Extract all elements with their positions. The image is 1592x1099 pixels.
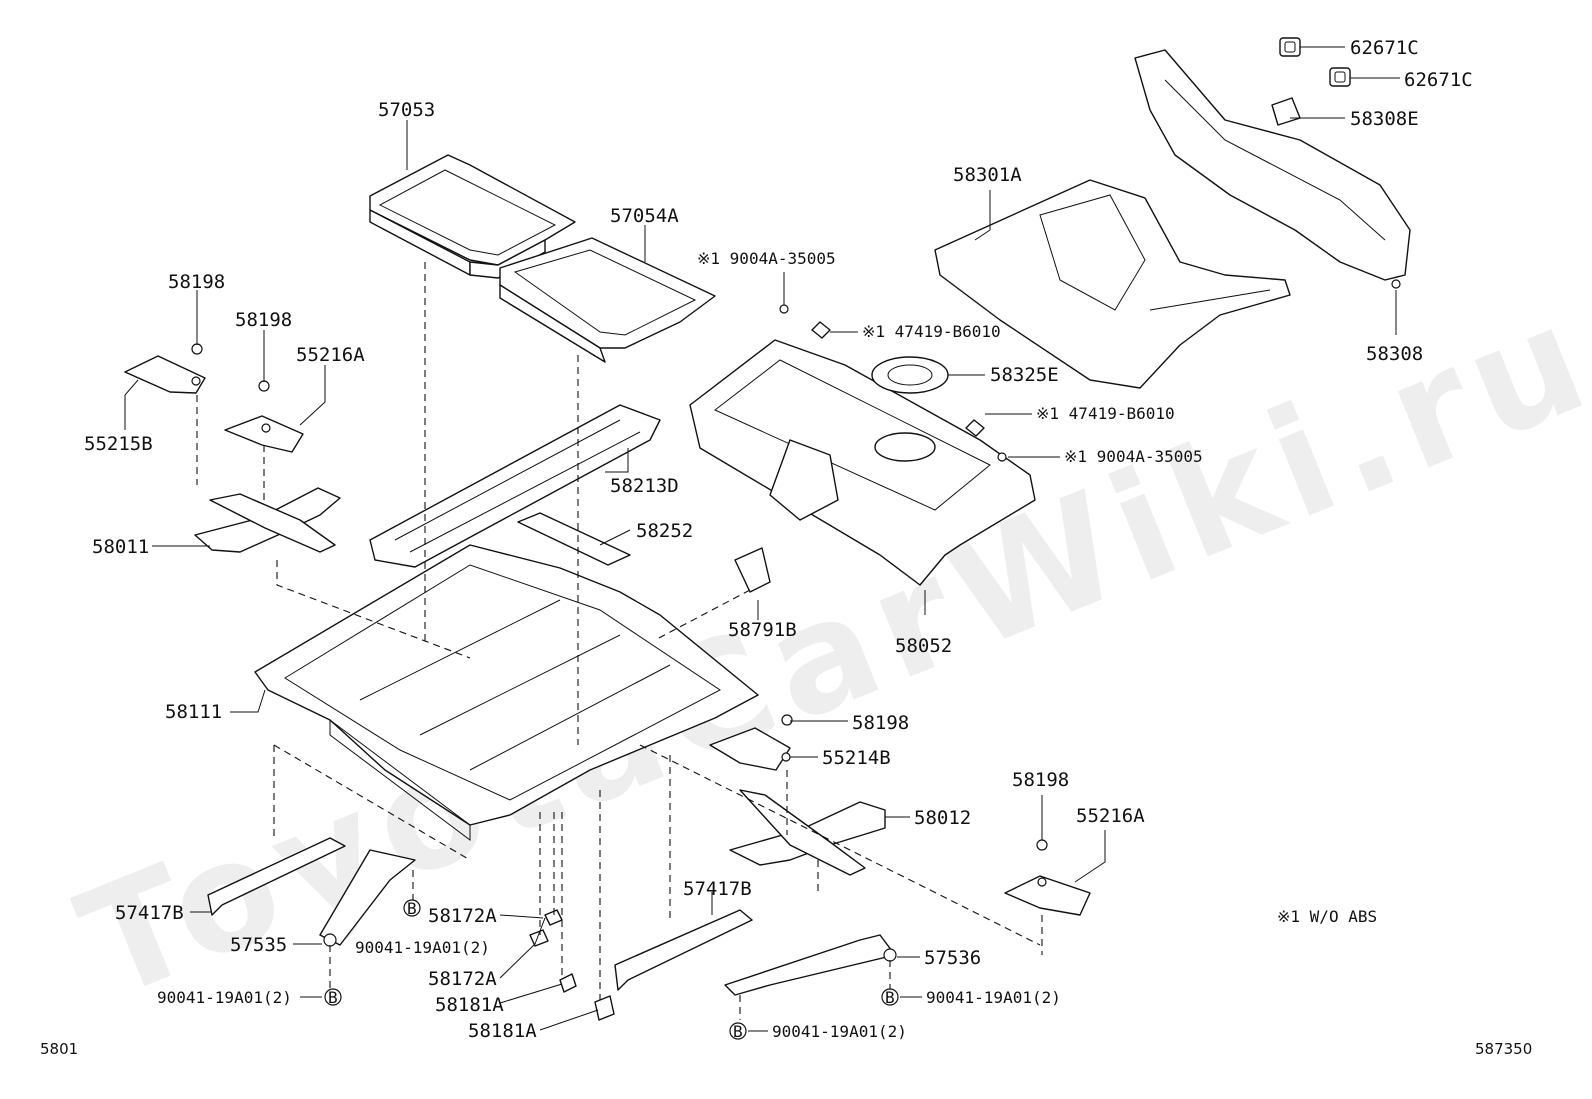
label-58198-b: 58198 bbox=[235, 309, 292, 331]
label-9004a-top: ※1 9004A-35005 bbox=[697, 249, 836, 268]
label-58052: 58052 bbox=[895, 635, 952, 657]
label-58325e: 58325E bbox=[990, 364, 1059, 386]
label-58198-d: 58198 bbox=[1012, 769, 1069, 791]
svg-text:B: B bbox=[328, 988, 338, 1007]
label-9004a-mid: ※1 9004A-35005 bbox=[1064, 447, 1203, 466]
part-58213d-tunnel bbox=[369, 404, 661, 568]
label-58308e: 58308E bbox=[1350, 108, 1419, 130]
part-57535-bracket bbox=[319, 849, 416, 947]
footer-left-code: 5801 bbox=[40, 1040, 78, 1058]
label-58213d: 58213D bbox=[610, 475, 679, 497]
part-9004a-plug-mid bbox=[997, 452, 1007, 462]
part-55214b-bracket bbox=[709, 727, 791, 771]
label-58252: 58252 bbox=[636, 520, 693, 542]
label-58111: 58111 bbox=[165, 701, 222, 723]
part-57054a-seat-frame bbox=[499, 237, 716, 363]
label-57417b-b: 57417B bbox=[683, 878, 752, 900]
svg-text:B: B bbox=[885, 988, 895, 1007]
label-55215b: 55215B bbox=[84, 433, 153, 455]
label-58308: 58308 bbox=[1366, 343, 1423, 365]
label-58012: 58012 bbox=[914, 807, 971, 829]
part-62671c-grommet-a bbox=[1279, 37, 1301, 57]
label-58172a-b: 58172A bbox=[428, 968, 497, 990]
b-marker-3: B bbox=[881, 988, 899, 1007]
label-55216a-b: 55216A bbox=[1076, 805, 1145, 827]
footer-right-code: 587350 bbox=[1475, 1040, 1532, 1058]
part-55215b-bracket bbox=[124, 355, 206, 394]
part-58181a-clip-b bbox=[594, 995, 615, 1021]
b-marker-1: B bbox=[403, 899, 421, 918]
label-58301a: 58301A bbox=[953, 164, 1022, 186]
label-90041-b: 90041-19A01(2) bbox=[157, 988, 292, 1007]
label-55214b: 55214B bbox=[822, 747, 891, 769]
part-57536-bracket bbox=[724, 934, 897, 996]
label-62671c-b: 62671C bbox=[1404, 69, 1473, 91]
label-58198-c: 58198 bbox=[852, 712, 909, 734]
label-58198-a: 58198 bbox=[168, 271, 225, 293]
part-47419-clip-mid bbox=[965, 419, 985, 437]
part-58791b-bracket bbox=[734, 547, 771, 593]
label-58791b: 58791B bbox=[728, 619, 797, 641]
part-57053-seat-frame bbox=[369, 154, 576, 279]
part-47419-clip-top bbox=[811, 321, 831, 339]
label-57536: 57536 bbox=[924, 947, 981, 969]
label-57417b-a: 57417B bbox=[115, 902, 184, 924]
label-90041-a: 90041-19A01(2) bbox=[355, 938, 490, 957]
part-58111-floor-pan bbox=[254, 544, 759, 841]
part-58011-side-member bbox=[194, 487, 341, 553]
part-58181a-clip-a bbox=[559, 973, 577, 993]
part-62671c-grommet-b bbox=[1329, 67, 1351, 87]
svg-text:B: B bbox=[407, 899, 417, 918]
part-58308e-bracket bbox=[1271, 97, 1301, 126]
b-marker-2: B bbox=[324, 988, 342, 1007]
part-58172a-plate-b bbox=[529, 929, 549, 947]
part-58325e-cover bbox=[871, 356, 949, 394]
label-90041-c: 90041-19A01(2) bbox=[926, 988, 1061, 1007]
label-47419-top: ※1 47419-B6010 bbox=[862, 322, 1001, 341]
label-57054a: 57054A bbox=[610, 205, 679, 227]
label-58181a-b: 58181A bbox=[468, 1020, 537, 1042]
label-90041-d: 90041-19A01(2) bbox=[772, 1022, 907, 1041]
svg-text:B: B bbox=[733, 1022, 743, 1041]
leader-lines bbox=[124, 46, 1400, 1032]
part-58301a-rear-floor-pan bbox=[934, 179, 1291, 389]
part-57417b-rail-right bbox=[614, 909, 753, 991]
part-58012-side-member bbox=[729, 789, 886, 876]
alignment-lines bbox=[196, 262, 1043, 1020]
part-9004a-plug-top bbox=[779, 304, 789, 314]
part-55216a-bracket-bottom bbox=[1004, 875, 1091, 916]
label-58011: 58011 bbox=[92, 536, 149, 558]
label-58181a-a: 58181A bbox=[435, 994, 504, 1016]
part-55216a-bracket-top bbox=[224, 415, 304, 453]
label-47419-mid: ※1 47419-B6010 bbox=[1036, 404, 1175, 423]
part-58308-rear-panel bbox=[1134, 49, 1411, 289]
label-58172a-a: 58172A bbox=[428, 905, 497, 927]
part-58052-rear-floor bbox=[689, 339, 1036, 586]
label-57535: 57535 bbox=[230, 934, 287, 956]
label-62671c-a: 62671C bbox=[1350, 37, 1419, 59]
label-55216a-a: 55216A bbox=[296, 344, 365, 366]
part-58252-reinforcement bbox=[517, 512, 631, 566]
label-57053: 57053 bbox=[378, 99, 435, 121]
note-without-abs: ※1 W/O ABS bbox=[1277, 907, 1377, 926]
b-marker-4: B bbox=[729, 1022, 747, 1041]
